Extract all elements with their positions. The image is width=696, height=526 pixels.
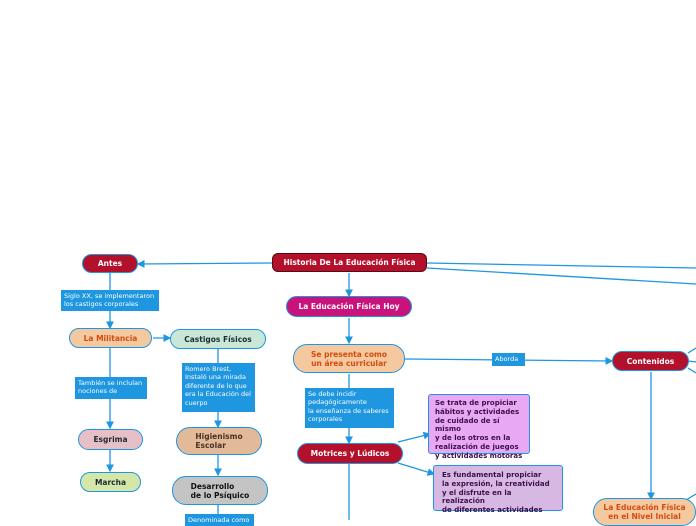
curricular-node[interactable]: Se presenta como un área curricular <box>293 344 405 373</box>
desarrollo-node[interactable]: Desarrollo de lo Psíquico <box>172 476 268 505</box>
hoy-node[interactable]: La Educación Física Hoy <box>286 296 412 317</box>
expresion-box[interactable]: Es fundamental propiciar la expresión, l… <box>433 465 563 514</box>
esgrima-node[interactable]: Esgrima <box>78 429 143 450</box>
castigos-label: Castigos Físicos <box>184 334 252 344</box>
antes-node[interactable]: Antes <box>82 254 138 273</box>
higienismo-label: Higienismo Escolar <box>195 432 243 450</box>
militancia-node[interactable]: La Militancia <box>69 328 152 348</box>
romero-label: Romero Brest, Instaló una mirada diferen… <box>182 363 255 412</box>
motrices-node[interactable]: Motrices y Lúdicos <box>297 443 403 464</box>
esgrima-label: Esgrima <box>93 435 128 444</box>
motrices-label: Motrices y Lúdicos <box>310 449 390 458</box>
hoy-label: La Educación Física Hoy <box>298 302 400 311</box>
marcha-label: Marcha <box>94 477 127 487</box>
desarrollo-label: Desarrollo de lo Psíquico <box>190 481 250 500</box>
antes-label: Antes <box>97 259 123 268</box>
nivel-inicial-label: La Educación Física en el Nivel Inicial <box>603 503 686 521</box>
higienismo-node[interactable]: Higienismo Escolar <box>176 427 262 455</box>
aborda-label: Aborda <box>492 353 525 366</box>
nivel-inicial-node[interactable]: La Educación Física en el Nivel Inicial <box>593 498 696 526</box>
curricular-label: Se presenta como un área curricular <box>311 349 387 368</box>
root-label: Historia De La Educación Física <box>283 258 416 267</box>
marcha-node[interactable]: Marcha <box>80 472 141 492</box>
militancia-label: La Militancia <box>83 333 138 343</box>
tambien-label: También se incluían nociones de <box>75 377 147 399</box>
contenidos-label: Contenidos <box>626 356 675 366</box>
contenidos-node[interactable]: Contenidos <box>612 351 689 371</box>
denominada-label: Denominada como <box>185 514 254 526</box>
habitos-box[interactable]: Se trata de propiciar hábitos y activida… <box>428 394 530 460</box>
castigos-node[interactable]: Castigos Físicos <box>170 329 266 349</box>
root-node[interactable]: Historia De La Educación Física <box>272 253 427 272</box>
debe-label: Se debe incidir pedagógicamente la enseñ… <box>305 388 394 428</box>
siglo-label: Siglo XX, se implementaron los castigos … <box>61 290 159 311</box>
